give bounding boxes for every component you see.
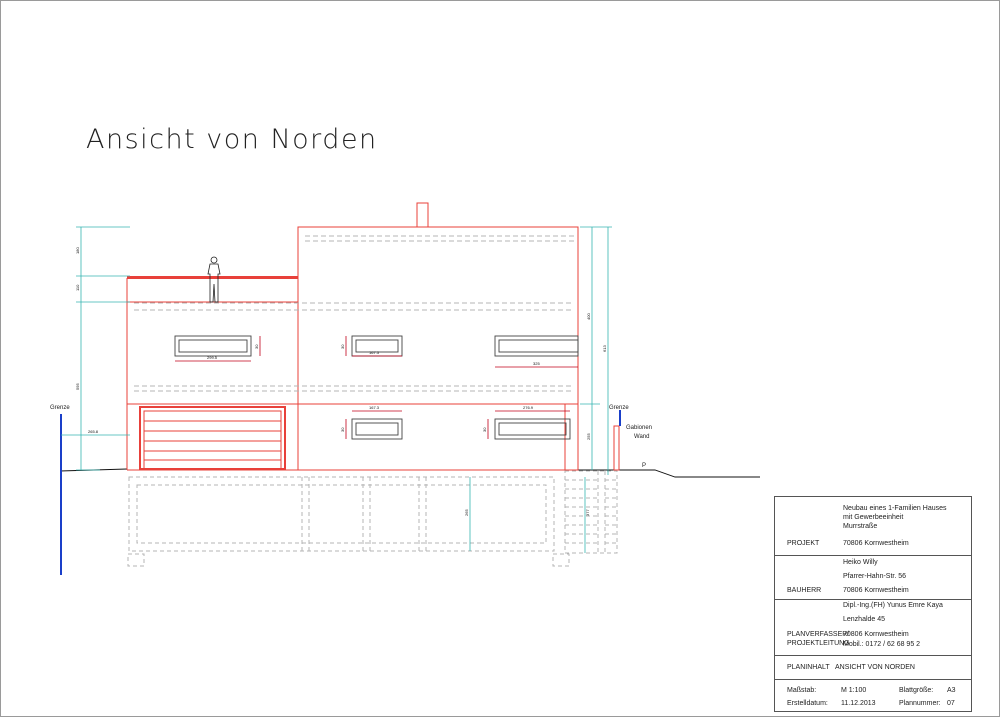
title-block-meta: Maßstab: M 1:100 Blattgröße: A3 Erstelld… [775, 680, 971, 711]
slab-hidden-lines [134, 235, 574, 392]
dim-width-167-3-bottom: 167.3 [369, 405, 380, 410]
title-block-planverfasser: Dipl.-Ing.(FH) Yunus Emre Kaya Lenzhalde… [775, 600, 971, 656]
plannummer-label: Plannummer: [899, 700, 941, 707]
blattgroesse-value: A3 [947, 687, 956, 694]
window-upper-left [174, 335, 252, 357]
garage-door [139, 406, 286, 470]
dim-height-110: 110 [75, 284, 80, 291]
projekt-line-4: 70806 Kornwestheim [843, 540, 909, 547]
projekt-line-1: Neubau eines 1-Familien Hauses [843, 505, 947, 512]
window-lower-right [494, 418, 571, 440]
erstelldatum-value: 11.12.2013 [841, 700, 876, 707]
erstelldatum-label: Erstelldatum: [787, 700, 828, 707]
planinhalt-label: PLANINHALT [787, 664, 830, 671]
dim-height-400: 400 [586, 313, 591, 320]
dim-height-265: 265 [464, 509, 469, 516]
projekt-line-3: Murrstraße [843, 523, 878, 530]
dim-height-180: 180 [75, 247, 80, 254]
label-grenze-right: Grenze [609, 405, 629, 411]
bauherr-line-3: 70806 Kornwestheim [843, 587, 909, 594]
dim-width-265-8: 265.8 [88, 429, 99, 434]
roof-parapet [127, 276, 298, 279]
massstab-value: M 1:100 [841, 687, 867, 694]
building-outline [126, 226, 579, 471]
dim-height-255: 255 [586, 433, 591, 440]
bauherr-label: BAUHERR [787, 587, 822, 594]
plannummer-value: 07 [947, 700, 955, 707]
title-block-planinhalt: PLANINHALT ANSICHT VON NORDEN [775, 656, 971, 680]
basement-hidden-lines [127, 470, 618, 567]
projekt-line-2: mit Gewerbeeinheit [843, 514, 904, 521]
chimney [416, 202, 429, 228]
planverfasser-line-2: Lenzhalde 45 [843, 616, 886, 623]
massstab-label: Maßstab: [787, 687, 817, 694]
height-dimension-lines [61, 226, 612, 553]
title-block-bauherr: Heiko Willy Pfarrer-Hahn-Str. 56 70806 K… [775, 556, 971, 600]
window-dimension-marks [175, 336, 578, 439]
drawing-title: Ansicht von Norden [86, 124, 378, 155]
title-block: Neubau eines 1-Familien Hauses mit Gewer… [774, 496, 972, 712]
planverfasser-line-1: Dipl.-Ing.(FH) Yunus Emre Kaya [843, 602, 943, 609]
label-p-mark: P [642, 463, 646, 469]
blattgroesse-label: Blattgröße: [899, 687, 934, 694]
dim-window-30-a: 30 [254, 344, 259, 349]
bauherr-line-2: Pfarrer-Hahn-Str. 56 [843, 573, 907, 580]
dim-width-276-9: 276.9 [523, 405, 534, 410]
window-lower-middle [351, 418, 403, 440]
window-upper-right [494, 335, 579, 357]
planinhalt-value: ANSICHT VON NORDEN [835, 664, 915, 671]
projekt-label: PROJEKT [787, 540, 820, 547]
gabion-wall [613, 425, 620, 471]
dim-height-377: 377 [585, 509, 590, 516]
projektleitung-label: PROJEKTLEITUNG [787, 640, 850, 647]
dim-window-30-b: 30 [340, 344, 345, 349]
label-gabionen: Gabionen [626, 425, 652, 431]
dim-width-299-5: 299.5 [207, 355, 218, 360]
dim-window-30-c: 30 [340, 427, 345, 432]
bauherr-line-1: Heiko Willy [843, 559, 878, 566]
dim-width-167-3-top: 167.3 [369, 350, 380, 355]
windows [174, 335, 579, 440]
dim-width-325: 325 [533, 361, 540, 366]
title-block-projekt: Neubau eines 1-Familien Hauses mit Gewer… [775, 497, 971, 556]
person-figure [207, 256, 221, 303]
label-wand: Wand [634, 434, 649, 440]
label-grenze-left: Grenze [50, 405, 70, 411]
dim-window-30-d: 30 [482, 427, 487, 432]
dim-height-613: 613 [602, 345, 607, 352]
planverfasser-line-4: Mobil.: 0172 / 62 68 95 2 [843, 641, 921, 648]
planverfasser-line-3: 70806 Kornwestheim [843, 631, 909, 638]
dim-height-595: 595 [75, 383, 80, 390]
planverfasser-label: PLANVERFASSER/ [787, 631, 850, 638]
